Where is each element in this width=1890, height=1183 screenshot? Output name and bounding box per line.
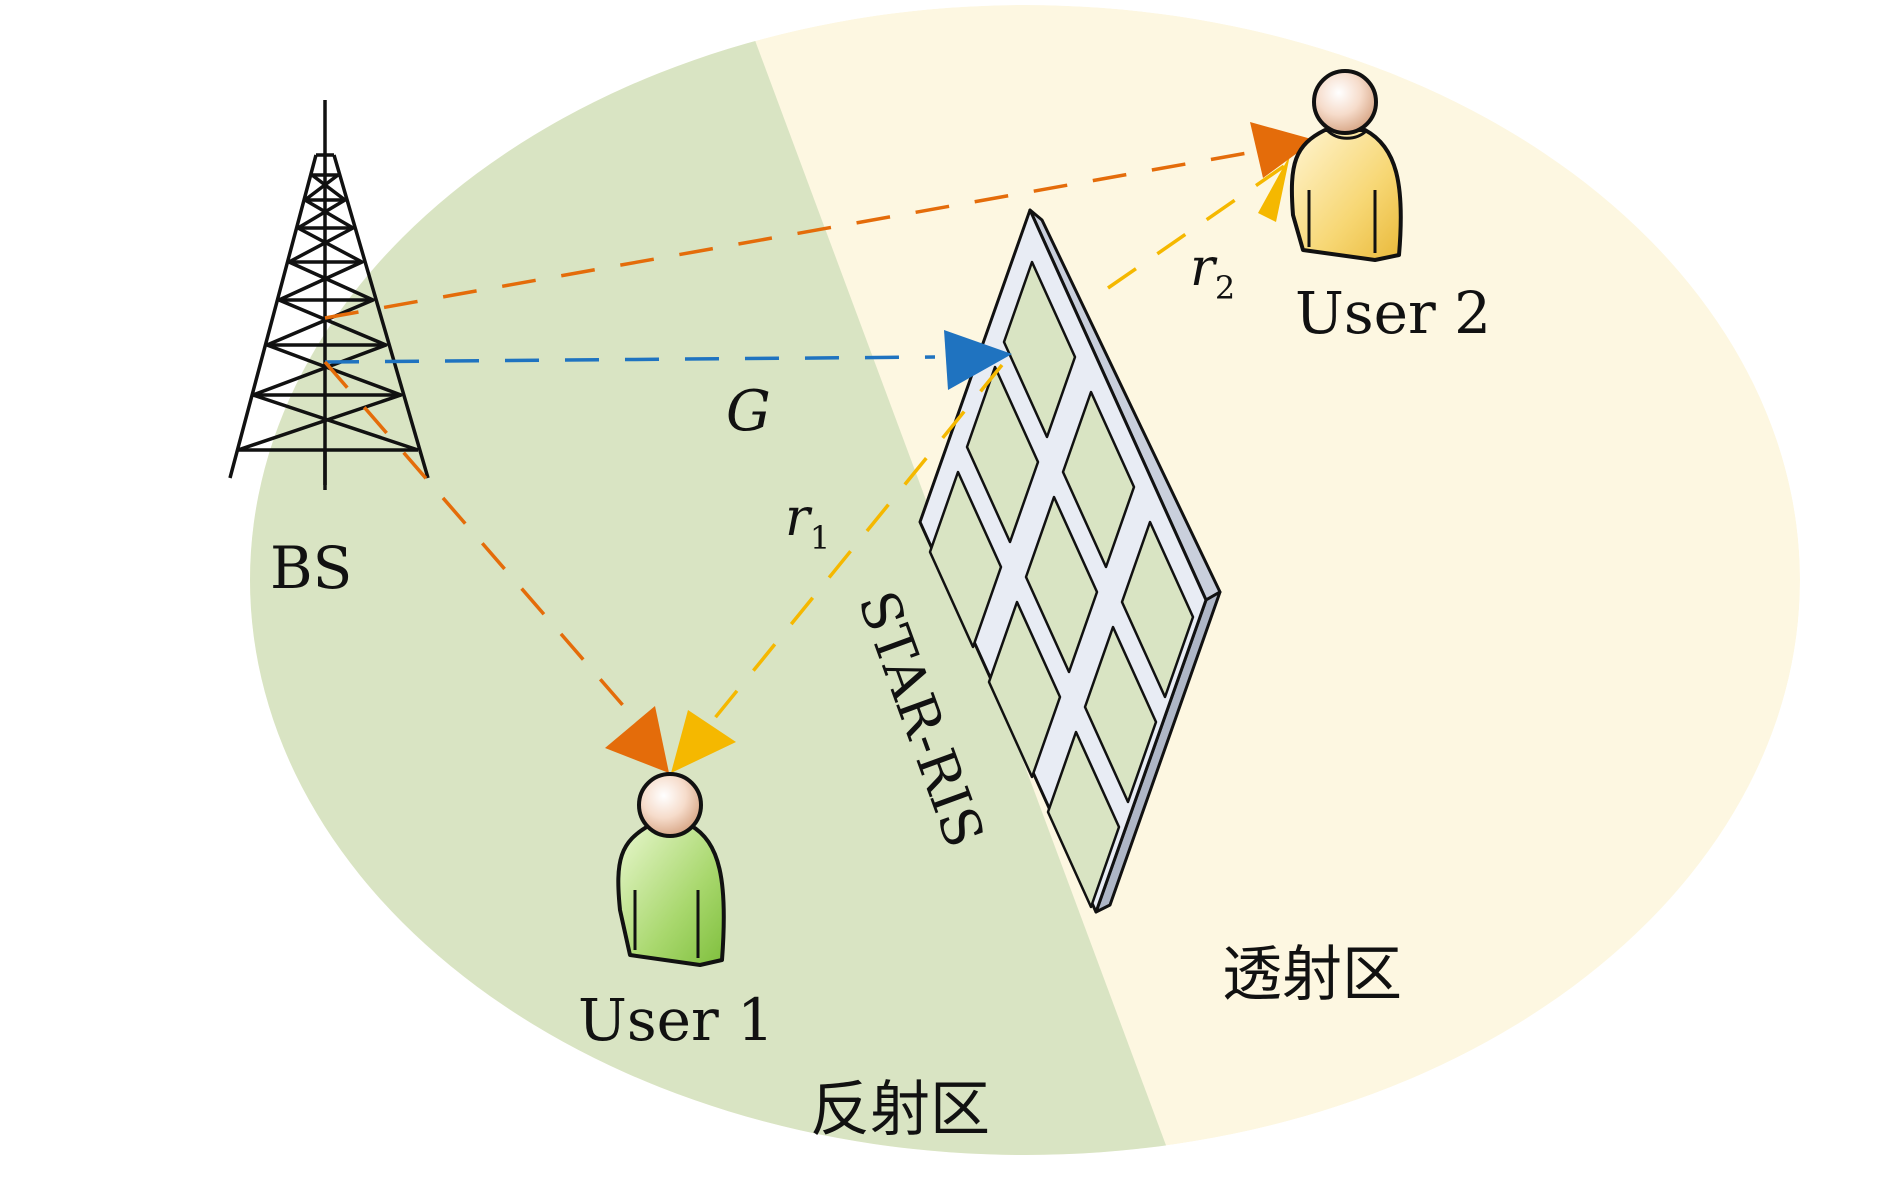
yellow-path-r1 xyxy=(708,363,1004,726)
user1-label: User 1 xyxy=(578,986,774,1054)
bs-label: BS xyxy=(270,534,352,602)
orange-arrowhead-user2 xyxy=(1250,122,1315,178)
reflection-zone-label: 反射区 xyxy=(810,1075,990,1145)
yellow-path-r2 xyxy=(1107,160,1291,290)
blue-path-g xyxy=(324,355,936,364)
yellow-arrowhead-user2 xyxy=(1258,155,1290,222)
orange-path-direct-user1 xyxy=(323,360,642,727)
r1-subscript: 1 xyxy=(810,519,830,557)
arrowheads xyxy=(605,122,1315,773)
r1-label: r1 xyxy=(785,488,830,557)
yellow-arrowhead-user1 xyxy=(671,710,736,773)
orange-path-direct-user2 xyxy=(324,146,1276,320)
user-icon xyxy=(1289,69,1403,262)
r2-label: r2 xyxy=(1190,238,1235,307)
r1-base: r xyxy=(785,488,813,548)
transmission-zone-label: 透射区 xyxy=(1222,940,1402,1010)
g-label: G xyxy=(726,379,771,444)
r2-subscript: 2 xyxy=(1215,269,1235,307)
ris-panel-icon xyxy=(918,208,1222,914)
orange-arrowhead-user1 xyxy=(605,706,669,773)
tower-icon xyxy=(228,100,430,490)
user2-label: User 2 xyxy=(1295,279,1491,347)
signal-paths xyxy=(323,146,1291,727)
r2-base: r xyxy=(1190,238,1218,298)
user-icon xyxy=(616,772,726,967)
blue-arrowhead xyxy=(944,330,1012,390)
